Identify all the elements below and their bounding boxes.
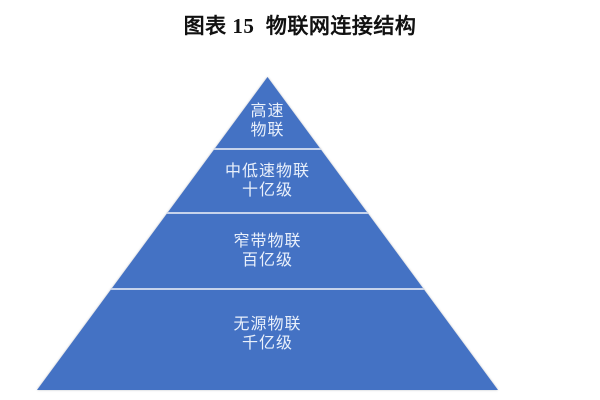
pyramid-layer-narrowband: 窄带物联 百亿级 [37, 212, 498, 288]
figure-title: 图表 15 物联网连接结构 [183, 14, 417, 38]
pyramid-layer-mid-low-speed: 中低速物联 十亿级 [37, 148, 498, 212]
layer-label-line1: 无源物联 [233, 316, 302, 333]
pyramid-layer-high-speed: 高速 物联 [37, 77, 498, 148]
layer-label-line2: 百亿级 [241, 252, 293, 269]
layer-label-line1: 高速 [250, 103, 285, 120]
layer-label-line1: 中低速物联 [224, 163, 310, 180]
layer-label-line1: 窄带物联 [233, 233, 302, 250]
layer-label-passive: 无源物联 千亿级 [233, 315, 301, 353]
pyramid-layer-passive: 无源物联 千亿级 [37, 288, 498, 390]
pyramid-shape: 高速 物联 中低速物联 十亿级 窄带物联 百亿级 无源物联 千 [37, 77, 498, 390]
pyramid-diagram: 高速 物联 中低速物联 十亿级 窄带物联 百亿级 无源物联 千 [37, 77, 498, 390]
layer-label-line2: 千亿级 [241, 335, 293, 352]
layer-label-line2: 十亿级 [241, 182, 293, 199]
layer-label-mid-low-speed: 中低速物联 十亿级 [225, 162, 310, 200]
layer-label-line2: 物联 [250, 122, 285, 139]
layer-label-narrowband: 窄带物联 百亿级 [233, 232, 301, 270]
layer-label-high-speed: 高速 物联 [250, 102, 284, 140]
